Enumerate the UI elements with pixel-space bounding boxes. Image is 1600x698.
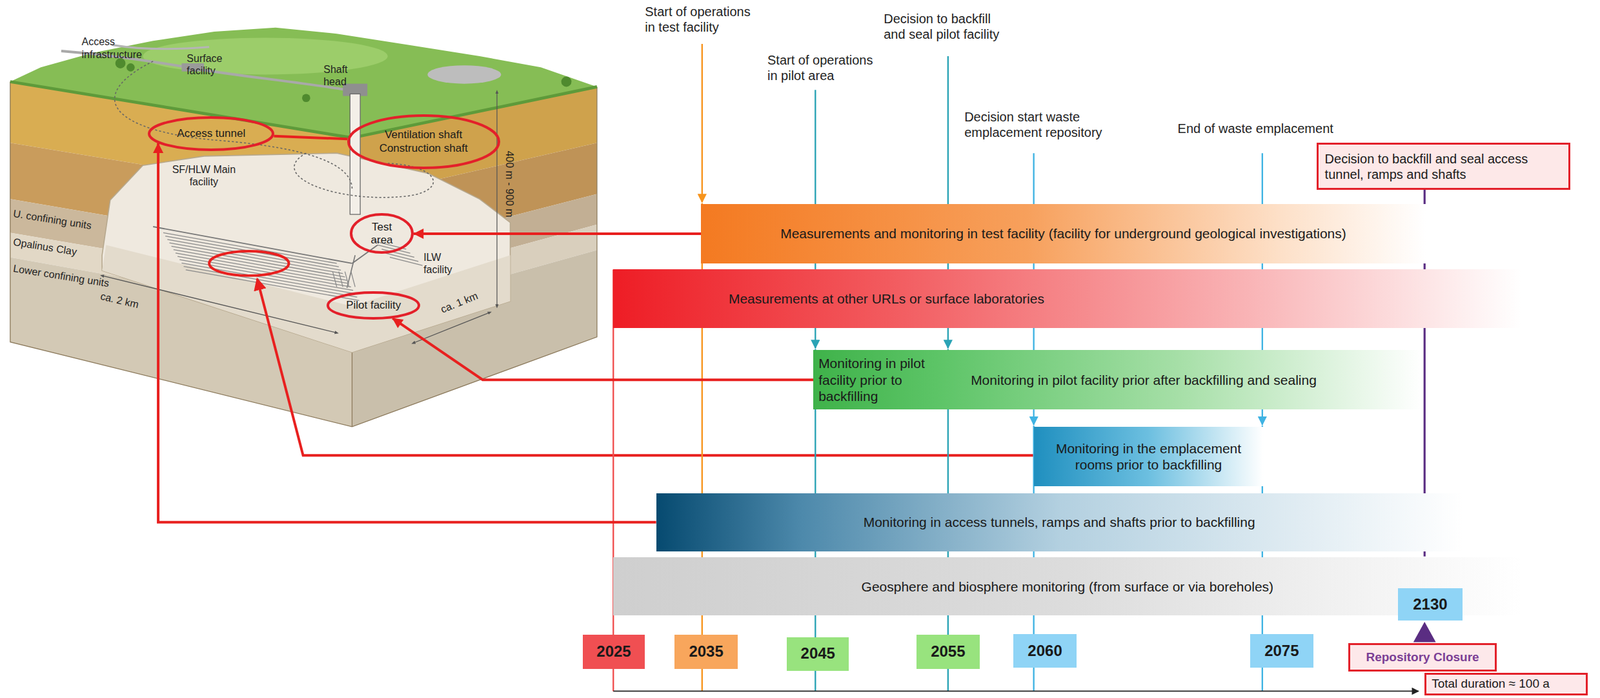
ellipse-outline <box>348 115 499 168</box>
callout-ellipse: Ventilation shaftConstruction shaft <box>347 114 501 170</box>
event-label: End of waste emplacement <box>1177 120 1334 137</box>
dimension-lines <box>101 91 497 343</box>
terrain-part <box>427 65 501 84</box>
ilw-drift <box>389 256 423 266</box>
cavity <box>101 61 510 353</box>
callout-ellipse: Access tunnel <box>147 116 275 152</box>
terrain-part <box>142 38 388 75</box>
year-box: 2045 <box>786 637 849 671</box>
duration-box: Total duration ≈ 100 a <box>1424 672 1588 696</box>
year-box: 2075 <box>1250 633 1314 668</box>
cavity-part <box>294 152 434 198</box>
event-lines-part <box>1413 621 1437 643</box>
part-label: SF/HLW Main facility <box>168 163 240 188</box>
terrain-part <box>302 93 311 102</box>
rock-block <box>10 81 598 426</box>
node-text: 2075 <box>1264 641 1299 661</box>
timeline-band: Monitoring in access tunnels, ramps and … <box>656 493 1463 552</box>
part-label: 400 m - 900 m <box>502 150 516 217</box>
year-box: 2055 <box>916 634 980 669</box>
year-box: 2025 <box>582 634 645 669</box>
event-label: Start of operations in pilot area <box>767 52 881 84</box>
terrain-part <box>561 76 572 88</box>
dimension-lines-part <box>413 312 490 343</box>
node-text: Access tunnel <box>176 127 246 141</box>
cavity-part <box>114 61 353 190</box>
terrain-part <box>10 81 598 138</box>
emplacement-callout-part <box>209 251 289 276</box>
node-text: Construction shaft <box>379 141 468 155</box>
ellipse-outline <box>347 114 501 170</box>
pilot-drift <box>351 271 355 288</box>
rock-block-part <box>10 81 598 426</box>
part-label: Access infrastructure <box>81 35 142 61</box>
part-label: Shaft head <box>323 63 348 88</box>
part-label: Surface facility <box>186 52 223 77</box>
year-box: 2035 <box>674 634 738 669</box>
node-text: 2025 <box>596 642 631 661</box>
node-text: Monitoring in pilot facility prior after… <box>970 371 1317 388</box>
node-text: Measurements at other URLs or surface la… <box>728 290 1045 307</box>
event-lines-part <box>701 43 703 203</box>
node-text: Ventilation shaft <box>384 128 463 142</box>
year-box: 2130 <box>1397 587 1463 621</box>
node-text: Total duration ≈ 100 a <box>1431 676 1550 692</box>
cavity-part <box>351 244 378 263</box>
node-text: Decision to backfill and seal access tun… <box>1325 151 1563 183</box>
timeline-band: Geosphere and biosphere monitoring (from… <box>613 556 1522 616</box>
drift-line <box>173 249 348 281</box>
terrain <box>10 27 598 139</box>
node-text: Repository Closure <box>1365 649 1479 665</box>
ellipse-outline <box>149 117 274 150</box>
event-label: Decision start waste emplacement reposit… <box>964 109 1110 141</box>
callout-arrow <box>273 136 348 139</box>
node-text: Monitoring in pilot facility prior to ba… <box>818 354 947 405</box>
node-text: Pilot facility <box>345 298 401 312</box>
ellipse-outline <box>351 214 413 253</box>
closure-box: Repository Closure <box>1348 642 1498 672</box>
node-text: Monitoring in access tunnels, ramps and … <box>863 513 1256 530</box>
dimension-lines-part <box>496 91 497 306</box>
cavity-part <box>101 152 510 352</box>
timeline-band: Measurements at other URLs or surface la… <box>613 269 1522 328</box>
node-text: 2045 <box>800 644 836 663</box>
drift-line <box>181 262 355 294</box>
event-lines-part <box>613 689 1418 692</box>
callout-arrow <box>413 232 701 235</box>
node-text: 2055 <box>930 642 965 661</box>
node-text: Geosphere and biosphere monitoring (from… <box>861 578 1275 595</box>
year-box: 2060 <box>1013 633 1077 668</box>
callout-arrow <box>158 143 657 523</box>
terrain-part <box>126 63 135 72</box>
pilot-drift <box>338 271 343 288</box>
pilot-drift <box>344 271 349 288</box>
terrain-part <box>10 27 598 139</box>
node-text: Test area <box>360 220 404 248</box>
node-text: 2060 <box>1027 641 1062 661</box>
node-text: Measurements and monitoring in test faci… <box>780 225 1347 242</box>
part-label: ILW facility <box>423 251 452 276</box>
decision-box: Decision to backfill and seal access tun… <box>1316 142 1571 190</box>
callout-ellipse: Pilot facility <box>326 291 421 320</box>
timeline-band: Monitoring in the emplacement rooms prio… <box>1033 426 1264 487</box>
drift-line <box>175 253 350 284</box>
drift-line <box>177 256 352 287</box>
event-lines-part <box>612 269 614 691</box>
timeline-band: Monitoring in pilot facility prior to ba… <box>813 349 1423 410</box>
ellipse-outline <box>327 292 419 319</box>
timeline-band: Measurements and monitoring in test faci… <box>700 203 1426 264</box>
node-text: Monitoring in the emplacement rooms prio… <box>1039 440 1259 473</box>
callout-ellipse: Test area <box>349 212 414 254</box>
event-label: Decision to backfill and seal pilot faci… <box>883 10 1013 42</box>
node-text: 2035 <box>688 642 723 661</box>
node-text: 2130 <box>1412 595 1448 614</box>
terrain-part <box>112 45 210 50</box>
pilot-drift <box>332 271 337 288</box>
drift-line <box>183 266 358 297</box>
event-label: Start of operations in test facility <box>644 3 758 35</box>
